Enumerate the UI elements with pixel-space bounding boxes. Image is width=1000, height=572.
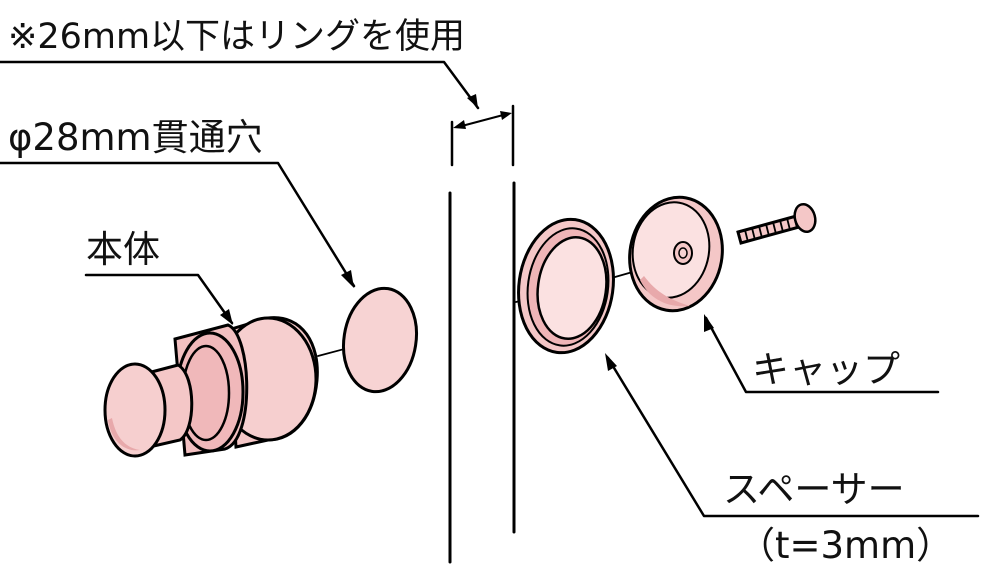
cap-part	[628, 195, 724, 313]
spacer-thickness-label: （t=3mm）	[738, 524, 953, 567]
body-label: 本体	[86, 228, 160, 271]
main-body-part	[103, 316, 319, 458]
body-leader-arrow	[220, 309, 233, 325]
cap-label: キャップ	[752, 348, 900, 391]
through-hole-disk	[342, 286, 418, 394]
body-leader-line	[84, 273, 234, 325]
spacer-leader-arrow	[605, 353, 617, 371]
screw-part	[736, 202, 817, 245]
spacer-leader-line	[606, 356, 980, 518]
hole-leader-arrow	[341, 270, 354, 288]
hole-leader-line	[0, 161, 356, 288]
spacer-label: スペーサー	[723, 468, 905, 511]
cap-leader-arrow	[704, 314, 714, 332]
cap-leader-line	[704, 316, 940, 394]
note-leader-arrow	[467, 94, 478, 108]
dimension-arrow-left	[453, 120, 466, 129]
note-leader-line	[0, 60, 480, 110]
note-label: ※26mm以下はリングを使用	[8, 17, 465, 57]
dimension-arrow-right	[500, 111, 512, 120]
spacer-ring-part	[517, 217, 615, 355]
hole-label: φ28mm貫通穴	[8, 116, 263, 159]
dimension-line	[457, 113, 508, 128]
